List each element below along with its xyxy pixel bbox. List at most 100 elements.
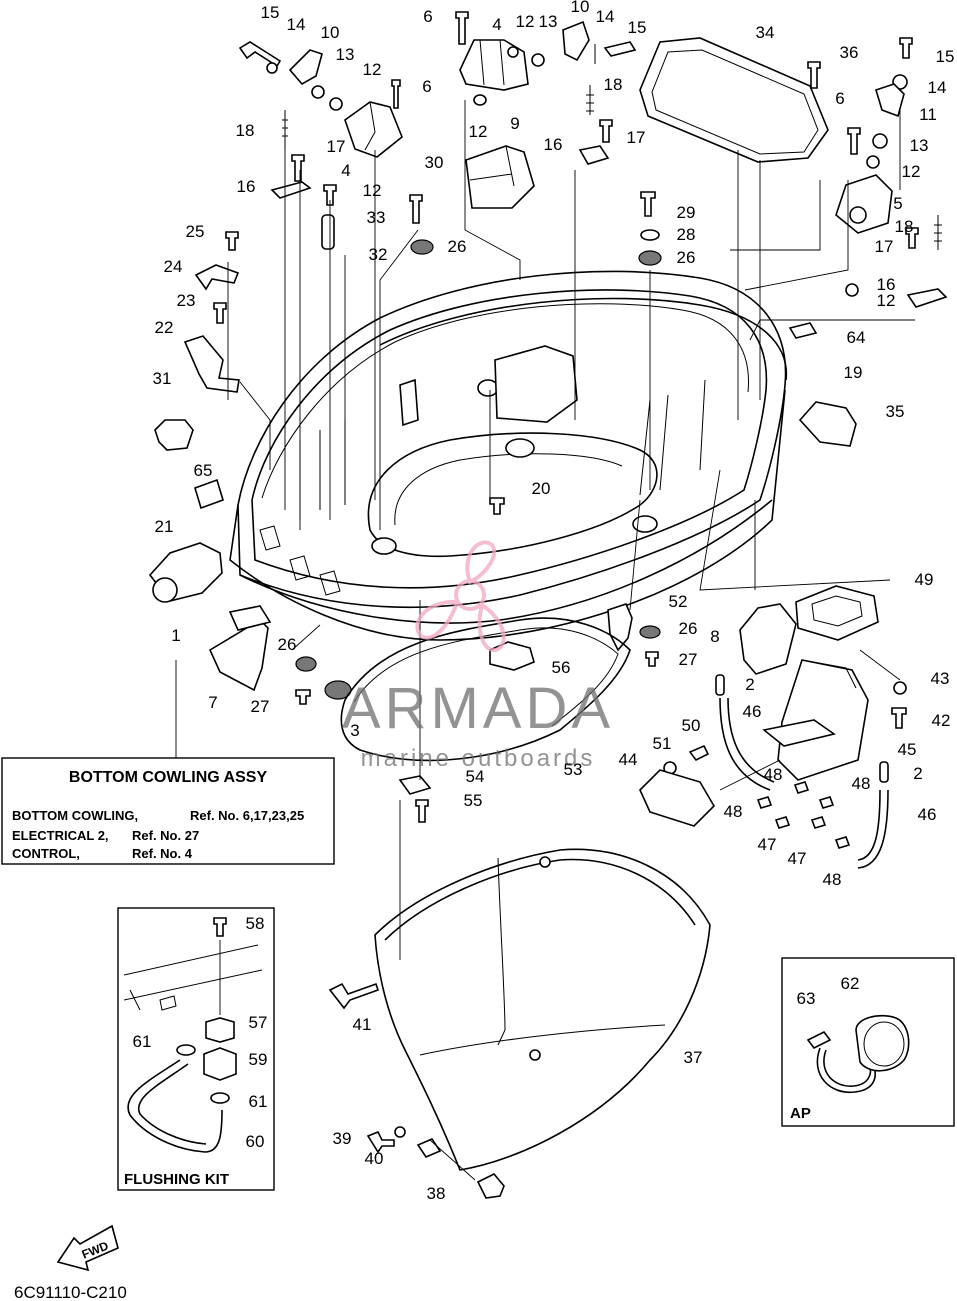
callout-61: 61 [249, 1092, 268, 1111]
callout-15: 15 [628, 18, 647, 37]
assy-row-name: ELECTRICAL 2, [12, 828, 109, 843]
flushing-kit-box: FLUSHING KIT [117, 907, 275, 1191]
flushing-kit-title: FLUSHING KIT [124, 1171, 229, 1188]
callout-44: 44 [619, 750, 638, 769]
callout-56: 56 [552, 658, 571, 677]
callout-62: 62 [841, 974, 860, 993]
callout-16: 16 [877, 275, 896, 294]
callout-20: 20 [532, 479, 551, 498]
callout-2: 2 [745, 675, 754, 694]
apron-part-37 [328, 848, 711, 1199]
callout-27: 27 [679, 650, 698, 669]
callout-28: 28 [677, 225, 696, 244]
callout-41: 41 [353, 1015, 372, 1034]
callout-46: 46 [918, 805, 937, 824]
callout-21: 21 [155, 517, 174, 536]
callout-26: 26 [677, 248, 696, 267]
callout-48: 48 [764, 765, 783, 784]
callout-24: 24 [164, 257, 183, 276]
callout-52: 52 [669, 592, 688, 611]
seal-part-19 [379, 297, 788, 381]
callout-6: 6 [422, 77, 431, 96]
callout-18: 18 [895, 217, 914, 236]
callout-14: 14 [928, 78, 947, 97]
callout-23: 23 [177, 291, 196, 310]
watermark-tagline: marine outboards [361, 745, 596, 772]
callout-13: 13 [539, 12, 558, 31]
right-fittings [639, 37, 948, 447]
callout-12: 12 [363, 60, 382, 79]
callout-12: 12 [469, 122, 488, 141]
callout-12: 12 [902, 162, 921, 181]
callout-43: 43 [931, 669, 950, 688]
callout-6: 6 [835, 89, 844, 108]
assy-row-ref: Ref. No. 6,17,23,25 [190, 808, 304, 823]
callout-13: 13 [336, 45, 355, 64]
callout-46: 46 [743, 702, 762, 721]
callout-53: 53 [564, 760, 583, 779]
callout-12: 12 [516, 12, 535, 31]
callout-10: 10 [321, 23, 340, 42]
watermark: ARMADA marine outboards [342, 540, 614, 772]
callout-17: 17 [875, 237, 894, 256]
callout-61: 61 [133, 1032, 152, 1051]
seal-53 [340, 617, 631, 823]
callout-51: 51 [653, 734, 672, 753]
lower-right-fittings [489, 585, 907, 869]
callout-64: 64 [847, 328, 866, 347]
callout-27: 27 [251, 697, 270, 716]
callout-25: 25 [186, 222, 205, 241]
callout-18: 18 [236, 121, 255, 140]
callout-63: 63 [797, 989, 816, 1008]
callout-47: 47 [788, 849, 807, 868]
callout-17: 17 [327, 137, 346, 156]
callout-18: 18 [604, 75, 623, 94]
ap-box-title: AP [790, 1105, 811, 1122]
center-fittings [455, 11, 662, 515]
callout-8: 8 [710, 627, 719, 646]
callout-45: 45 [898, 740, 917, 759]
bottom-cowling-part-1 [229, 270, 787, 641]
callout-35: 35 [886, 402, 905, 421]
callout-3: 3 [350, 721, 359, 740]
callout-15: 15 [261, 3, 280, 22]
callout-26: 26 [679, 619, 698, 638]
callout-59: 59 [249, 1050, 268, 1069]
callout-34: 34 [756, 23, 775, 42]
callout-48: 48 [724, 802, 743, 821]
callout-13: 13 [910, 136, 929, 155]
assy-row-name: BOTTOM COWLING, [12, 808, 138, 823]
assy-row-ref: Ref. No. 4 [132, 846, 193, 861]
callout-57: 57 [249, 1013, 268, 1032]
callout-12: 12 [877, 291, 896, 310]
callout-22: 22 [155, 318, 174, 337]
callout-31: 31 [153, 369, 172, 388]
callout-42: 42 [932, 711, 951, 730]
callout-55: 55 [464, 791, 483, 810]
assy-box: BOTTOM COWLING ASSY BOTTOM COWLING, Ref.… [1, 757, 335, 865]
callout-39: 39 [333, 1129, 352, 1148]
callout-14: 14 [287, 15, 306, 34]
callout-48: 48 [852, 774, 871, 793]
callout-60: 60 [246, 1132, 265, 1151]
callout-49: 49 [915, 570, 934, 589]
callout-9: 9 [510, 114, 519, 133]
ap-box: AP [781, 957, 955, 1127]
diagram-code: 6C91110-C210 [14, 1283, 127, 1301]
callout-17: 17 [627, 128, 646, 147]
callout-32: 32 [369, 245, 388, 264]
callout-65: 65 [194, 461, 213, 480]
watermark-brand: ARMADA [342, 676, 614, 741]
callout-11: 11 [919, 105, 937, 124]
callout-50: 50 [682, 716, 701, 735]
callout-47: 47 [758, 835, 777, 854]
callout-26: 26 [278, 635, 297, 654]
callout-36: 36 [840, 43, 859, 62]
callout-10: 10 [571, 0, 590, 16]
assy-box-title: BOTTOM COWLING ASSY [69, 769, 268, 786]
callout-4: 4 [341, 161, 350, 180]
propeller-logo-icon [415, 540, 506, 652]
assy-row-name: CONTROL, [12, 846, 80, 861]
